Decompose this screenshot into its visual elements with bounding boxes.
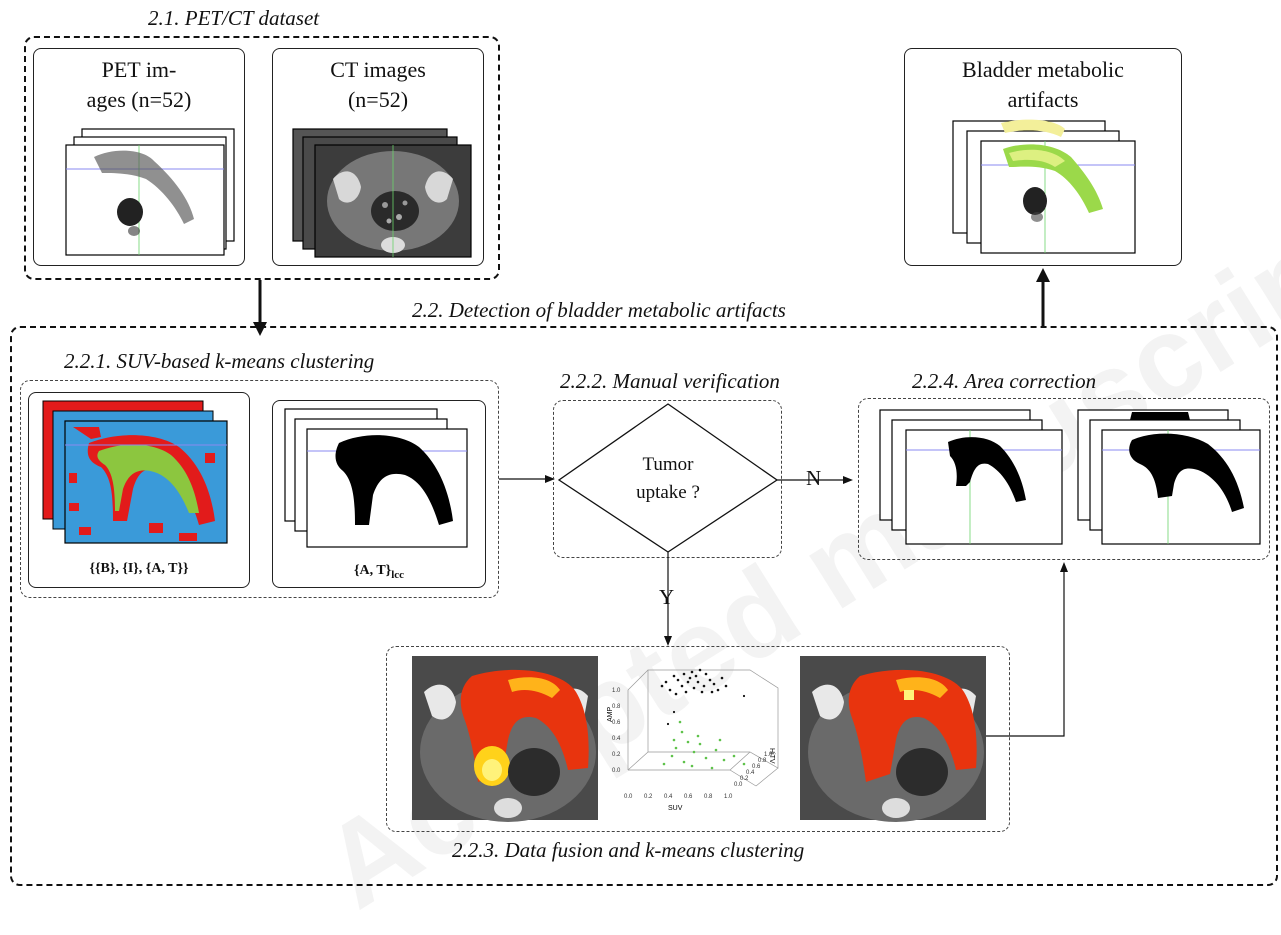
z-tick-2: 0.4 <box>612 736 621 742</box>
x-tick-2: 0.4 <box>664 794 673 800</box>
z-tick-4: 0.8 <box>612 704 621 710</box>
area-correction-group <box>858 398 1270 560</box>
decision-text: Tumor uptake ? <box>636 454 700 503</box>
area-before-stack <box>879 409 1063 545</box>
lcc-subscript: lcc <box>391 568 405 581</box>
cluster-map-stack <box>42 400 228 544</box>
arrow-detection-to-output <box>1036 268 1050 326</box>
artifact-image-stack <box>952 119 1136 254</box>
cluster-map-panel: {{B}, {I}, {A, T}} <box>28 392 250 588</box>
scatter-ylabel: HiTV <box>768 748 775 764</box>
fusion-heatmap-after <box>800 656 986 822</box>
dataset-group <box>24 36 500 280</box>
lcc-set-text: {A, T} <box>353 563 392 578</box>
pet-image-stack <box>65 128 235 256</box>
section-title-dataset: 2.1. PET/CT dataset <box>148 6 320 30</box>
yes-label: Y <box>659 585 675 609</box>
arrow-yes-branch <box>664 552 672 646</box>
y-tick-5: 1.0 <box>764 752 773 758</box>
section-title-verification: 2.2.2. Manual verification <box>560 369 780 393</box>
ct-images-label: CT images (n=52) <box>330 57 426 112</box>
x-tick-5: 1.0 <box>724 794 733 800</box>
ct-image-stack <box>292 128 472 258</box>
arrow-clustering-to-verification <box>499 475 555 483</box>
section-title-fusion: 2.2.3. Data fusion and k-means clusterin… <box>452 838 805 862</box>
arrow-no-branch <box>777 476 853 484</box>
ct-images-panel: CT images (n=52) <box>272 48 484 266</box>
bladder-artifacts-label: Bladder metabolic artifacts <box>962 57 1124 112</box>
z-tick-0: 0.0 <box>612 768 621 774</box>
y-tick-3: 0.6 <box>752 764 761 770</box>
z-tick-3: 0.6 <box>612 720 621 726</box>
bladder-artifacts-panel: Bladder metabolic artifacts <box>904 48 1182 266</box>
y-tick-0: 0.0 <box>734 782 743 788</box>
section-title-area: 2.2.4. Area correction <box>912 369 1097 393</box>
lcc-panel: {A, T}lcc <box>272 400 486 588</box>
scatter-xlabel: SUV <box>668 805 683 812</box>
z-tick-1: 0.2 <box>612 752 621 758</box>
no-label: N <box>806 466 822 490</box>
clustering-group <box>20 380 499 598</box>
section-title-detection: 2.2. Detection of bladder metabolic arti… <box>412 298 786 322</box>
lcc-caption: {A, T}lcc <box>273 563 485 581</box>
lcc-image-stack <box>284 408 468 548</box>
x-tick-3: 0.6 <box>684 794 693 800</box>
arrow-dataset-to-detection <box>253 280 267 336</box>
y-tick-4: 0.8 <box>758 758 767 764</box>
x-tick-4: 0.8 <box>704 794 713 800</box>
pet-images-label: PET im- ages (n=52) <box>86 57 192 112</box>
area-after-stack <box>1077 409 1261 545</box>
y-tick-1: 0.2 <box>740 776 749 782</box>
fusion-group <box>386 646 1010 832</box>
pet-images-panel: PET im- ages (n=52) <box>33 48 245 266</box>
arrow-fusion-to-area <box>986 562 1068 737</box>
fusion-scatter-3d: AMP SUV HiTV 0.0 0.2 0.4 0.6 0.8 1.0 0.0… <box>607 668 779 812</box>
x-tick-1: 0.2 <box>644 794 653 800</box>
scatter-zlabel: AMP <box>607 707 614 723</box>
z-tick-5: 1.0 <box>612 688 621 694</box>
y-tick-2: 0.4 <box>746 770 755 776</box>
fusion-heatmap-before <box>412 656 598 822</box>
cluster-sets-caption: {{B}, {I}, {A, T}} <box>89 561 189 576</box>
x-tick-0: 0.0 <box>624 794 633 800</box>
section-title-clustering: 2.2.1. SUV-based k-means clustering <box>64 349 375 373</box>
